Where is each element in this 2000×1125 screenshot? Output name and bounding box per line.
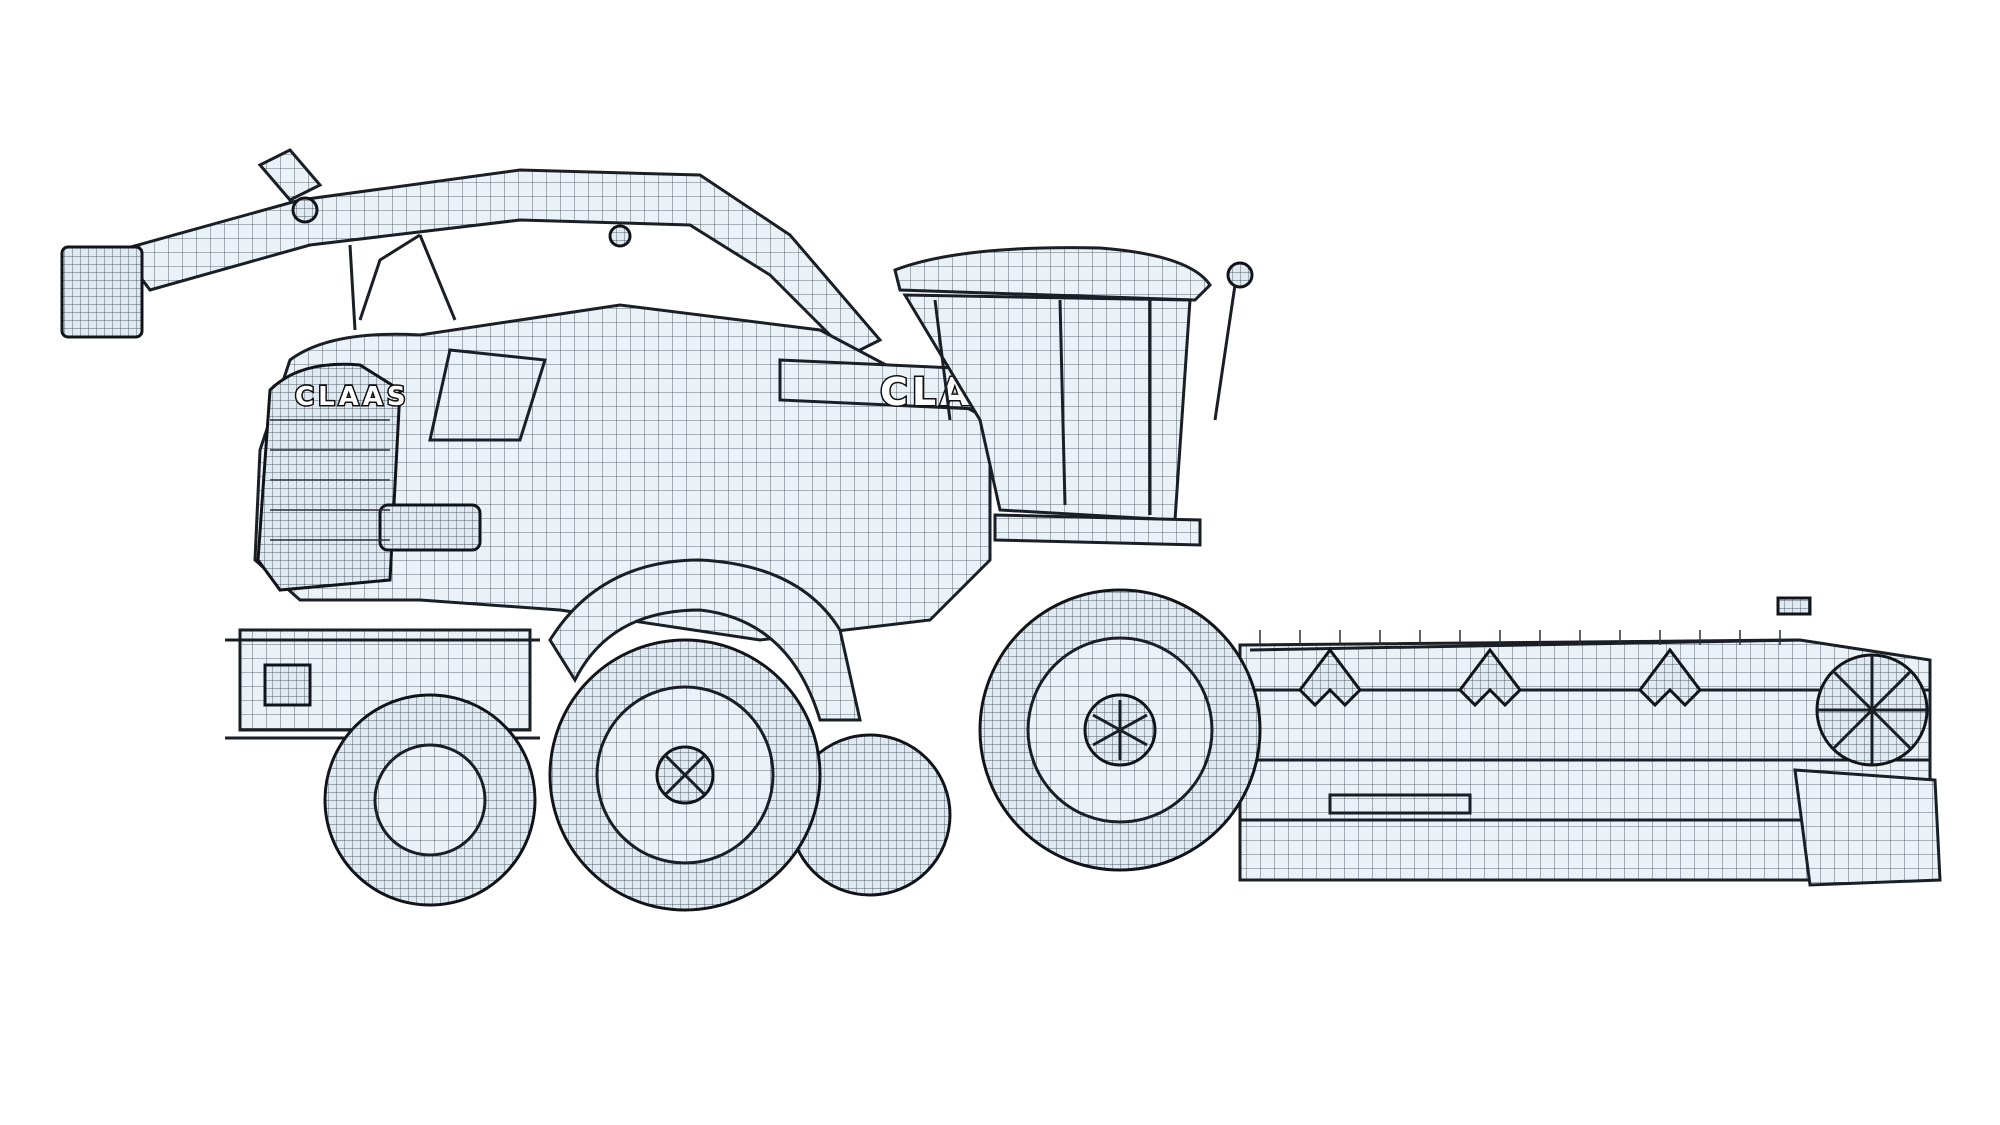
rear-wheel-outer [323,693,537,907]
engine-housing: CLAAS CLAAS [253,303,1036,642]
corn-header [1238,596,1942,887]
operator-cab [893,246,1254,547]
fender [548,558,862,722]
front-wheel [978,588,1262,872]
rear-wheel [548,638,822,912]
discharge-spout [60,148,883,357]
brand-logo-front: CLAAS [295,382,410,412]
